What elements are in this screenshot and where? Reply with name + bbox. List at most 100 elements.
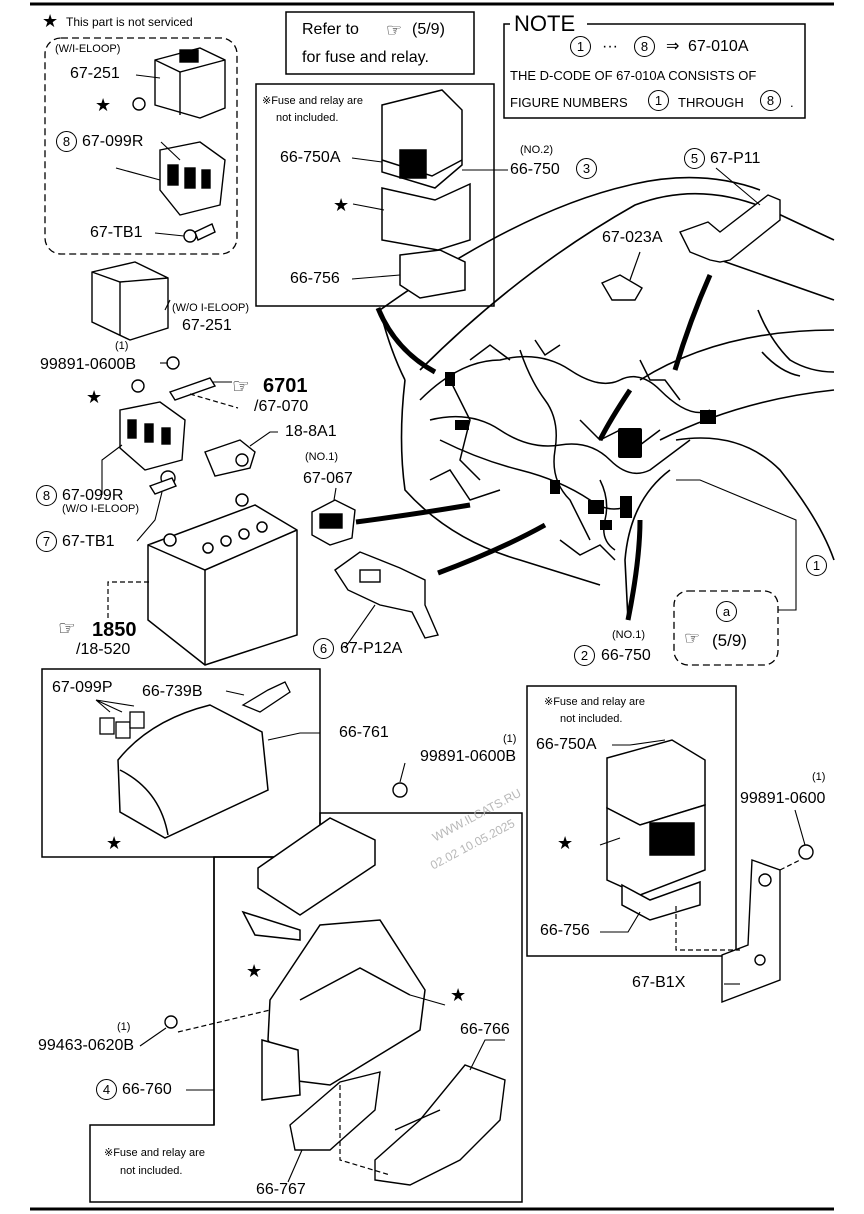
label-66-750a-bot: 66-750A (536, 736, 597, 753)
figure-number-8-a: 8 (56, 131, 77, 152)
label-66-756-bot: 66-756 (540, 922, 590, 939)
fuse-cover-66-761 (117, 704, 269, 839)
figure-number-8-b: 8 (36, 485, 57, 506)
label-66-767: 66-767 (256, 1181, 306, 1198)
not-serviced-star: ★ (106, 833, 123, 853)
figure-number-5: 5 (684, 148, 705, 169)
pointing-hand-icon: ☞ (684, 628, 701, 648)
label-67-b1x: 67-B1X (632, 974, 686, 991)
label-99891-c-qty: (1) (812, 771, 826, 783)
fuse-cover-box (41, 668, 321, 858)
note-code: 67-010A (688, 38, 749, 55)
lower-cover-66-767 (289, 1071, 381, 1151)
label-67-067-no: (NO.1) (305, 451, 338, 463)
harness-leaders (355, 273, 713, 621)
note-circle-8: 8 (760, 90, 781, 111)
not-serviced-star: ★ (246, 961, 263, 981)
refer-box-line1: Refer to (302, 21, 359, 38)
cover-67-251-w-ieloop (154, 47, 226, 119)
label-wo-ieloop-2: (W/O I-ELOOP) (62, 503, 139, 515)
ref-1850-sub: /18-520 (76, 641, 131, 658)
label-67-251-a: 67-251 (70, 65, 120, 82)
ref-a-page: (5/9) (712, 631, 747, 650)
label-99891-a: 99891-0600B (40, 356, 137, 373)
ref-6701: 6701 (263, 375, 308, 397)
label-66-761: 66-761 (339, 724, 389, 741)
label-66-766: 66-766 (460, 1021, 510, 1038)
not-serviced-star: ★ (86, 387, 103, 407)
label-18-8a1: 18-8A1 (285, 423, 337, 440)
wiring-harness (419, 339, 711, 561)
label-66-760: 66-760 (122, 1081, 172, 1098)
leader-lines (95, 74, 806, 1183)
fuse-box-body-66-760 (261, 919, 426, 1101)
label-67-251-b: 67-251 (182, 317, 232, 334)
not-serviced-star: ★ (450, 985, 467, 1005)
figure-number-3: 3 (576, 158, 597, 179)
label-67-099r-a: 67-099R (82, 133, 144, 150)
label-67-p11: 67-P11 (710, 150, 761, 167)
refer-box-line2: for fuse and relay. (302, 49, 429, 66)
figure-number-6: 6 (313, 638, 334, 659)
refer-box (285, 11, 475, 75)
note-circle-1: 1 (648, 90, 669, 111)
refer-box-page: (5/9) (412, 21, 445, 38)
label-66-750-bot: 66-750 (601, 647, 651, 664)
terminal-67-tb1-wo-ieloop (148, 470, 177, 495)
fuse-note-top-line1: ※Fuse and relay are (262, 95, 363, 107)
label-67-023a: 67-023A (602, 229, 663, 246)
fuse-note-top-line2: not included. (276, 112, 339, 124)
fuse-block-67-099r-wo-ieloop (119, 401, 186, 471)
label-99891-a-qty: (1) (115, 340, 129, 352)
label-66-739b: 66-739B (142, 683, 203, 700)
pointing-hand-icon: ☞ (232, 376, 250, 398)
legend-text: This part is not serviced (66, 15, 193, 29)
note-text2-end: . (790, 95, 794, 110)
fuse-note-right-line2: not included. (560, 713, 623, 725)
relay-box-no1 (606, 739, 706, 921)
connector-67-023a (600, 274, 643, 301)
battery (147, 493, 298, 666)
cover-67-251-wo-ieloop (91, 261, 169, 341)
note-text1: THE D-CODE OF 67-010A CONSISTS OF (510, 68, 757, 83)
note-circle-end: 8 (634, 36, 655, 57)
ref-6701-sub: /67-070 (254, 398, 309, 415)
note-circle-start: 1 (570, 36, 591, 57)
note-box (503, 23, 806, 119)
relay-box-no1-frame (526, 685, 737, 957)
not-serviced-star: ★ (95, 95, 112, 115)
figure-number-1: 1 (806, 555, 827, 576)
note-text2-pre: FIGURE NUMBERS (510, 95, 628, 110)
not-serviced-star: ★ (333, 195, 350, 215)
ref-1850: 1850 (92, 619, 137, 641)
connector-67-067 (311, 499, 356, 546)
label-66-750-no2: (NO.2) (520, 144, 553, 156)
ref-a-circle: a (716, 601, 737, 622)
pointing-hand-icon: ☞ (58, 618, 76, 640)
label-67-099p: 67-099P (52, 679, 113, 696)
label-99463: 99463-0620B (38, 1037, 135, 1054)
label-99891-c: 99891-0600 (740, 790, 826, 807)
w-ieloop-dashed-box (44, 37, 238, 255)
fuse-box-lid-66-760 (241, 817, 376, 941)
pointing-hand-icon: ☞ (386, 20, 403, 40)
terminal-67-tb1-w-ieloop (183, 223, 216, 243)
label-66-750a-top: 66-750A (280, 149, 341, 166)
note-arrow: ⇒ (666, 38, 680, 55)
battery-cable-18-8a1 (204, 439, 256, 477)
fuse-note-right-line1: ※Fuse and relay are (544, 696, 645, 708)
label-67-tb1-b: 67-TB1 (62, 533, 115, 550)
label-99891-b-qty: (1) (503, 733, 517, 745)
puller-66-739b (241, 681, 291, 713)
lower-cover-66-766 (374, 1064, 506, 1186)
relay-box-no2 (381, 89, 471, 299)
note-title: NOTE (514, 11, 576, 36)
legend-star-symbol: ★ (42, 11, 59, 31)
bracket-67-p11 (679, 194, 781, 263)
label-66-756-top: 66-756 (290, 270, 340, 287)
label-67-p12a: 67-P12A (340, 640, 403, 657)
ground-strap (168, 377, 217, 401)
label-67-099r-b: 67-099R (62, 487, 124, 504)
label-67-067: 67-067 (303, 470, 353, 487)
